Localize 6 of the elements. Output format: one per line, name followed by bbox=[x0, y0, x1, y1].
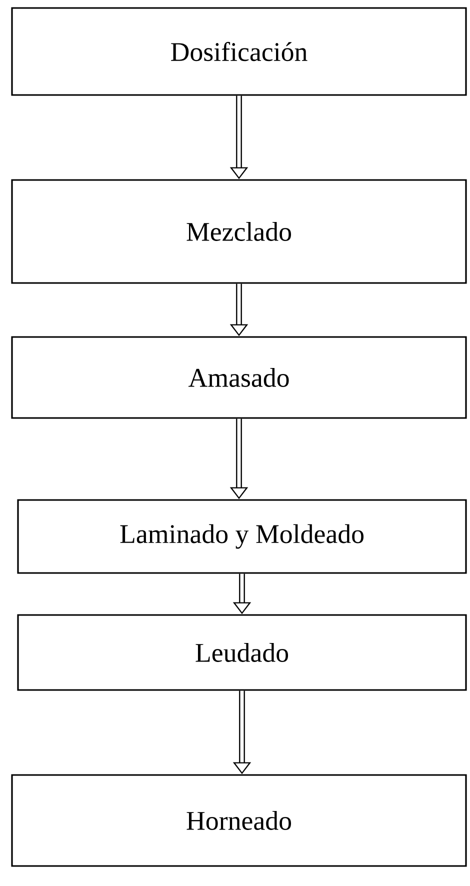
process-box: Laminado y Moldeado bbox=[17, 499, 467, 574]
process-box: Amasado bbox=[11, 336, 467, 419]
process-box: Mezclado bbox=[11, 179, 467, 284]
process-box: Dosificación bbox=[11, 7, 467, 96]
process-box: Horneado bbox=[11, 774, 467, 867]
process-box: Leudado bbox=[17, 614, 467, 691]
